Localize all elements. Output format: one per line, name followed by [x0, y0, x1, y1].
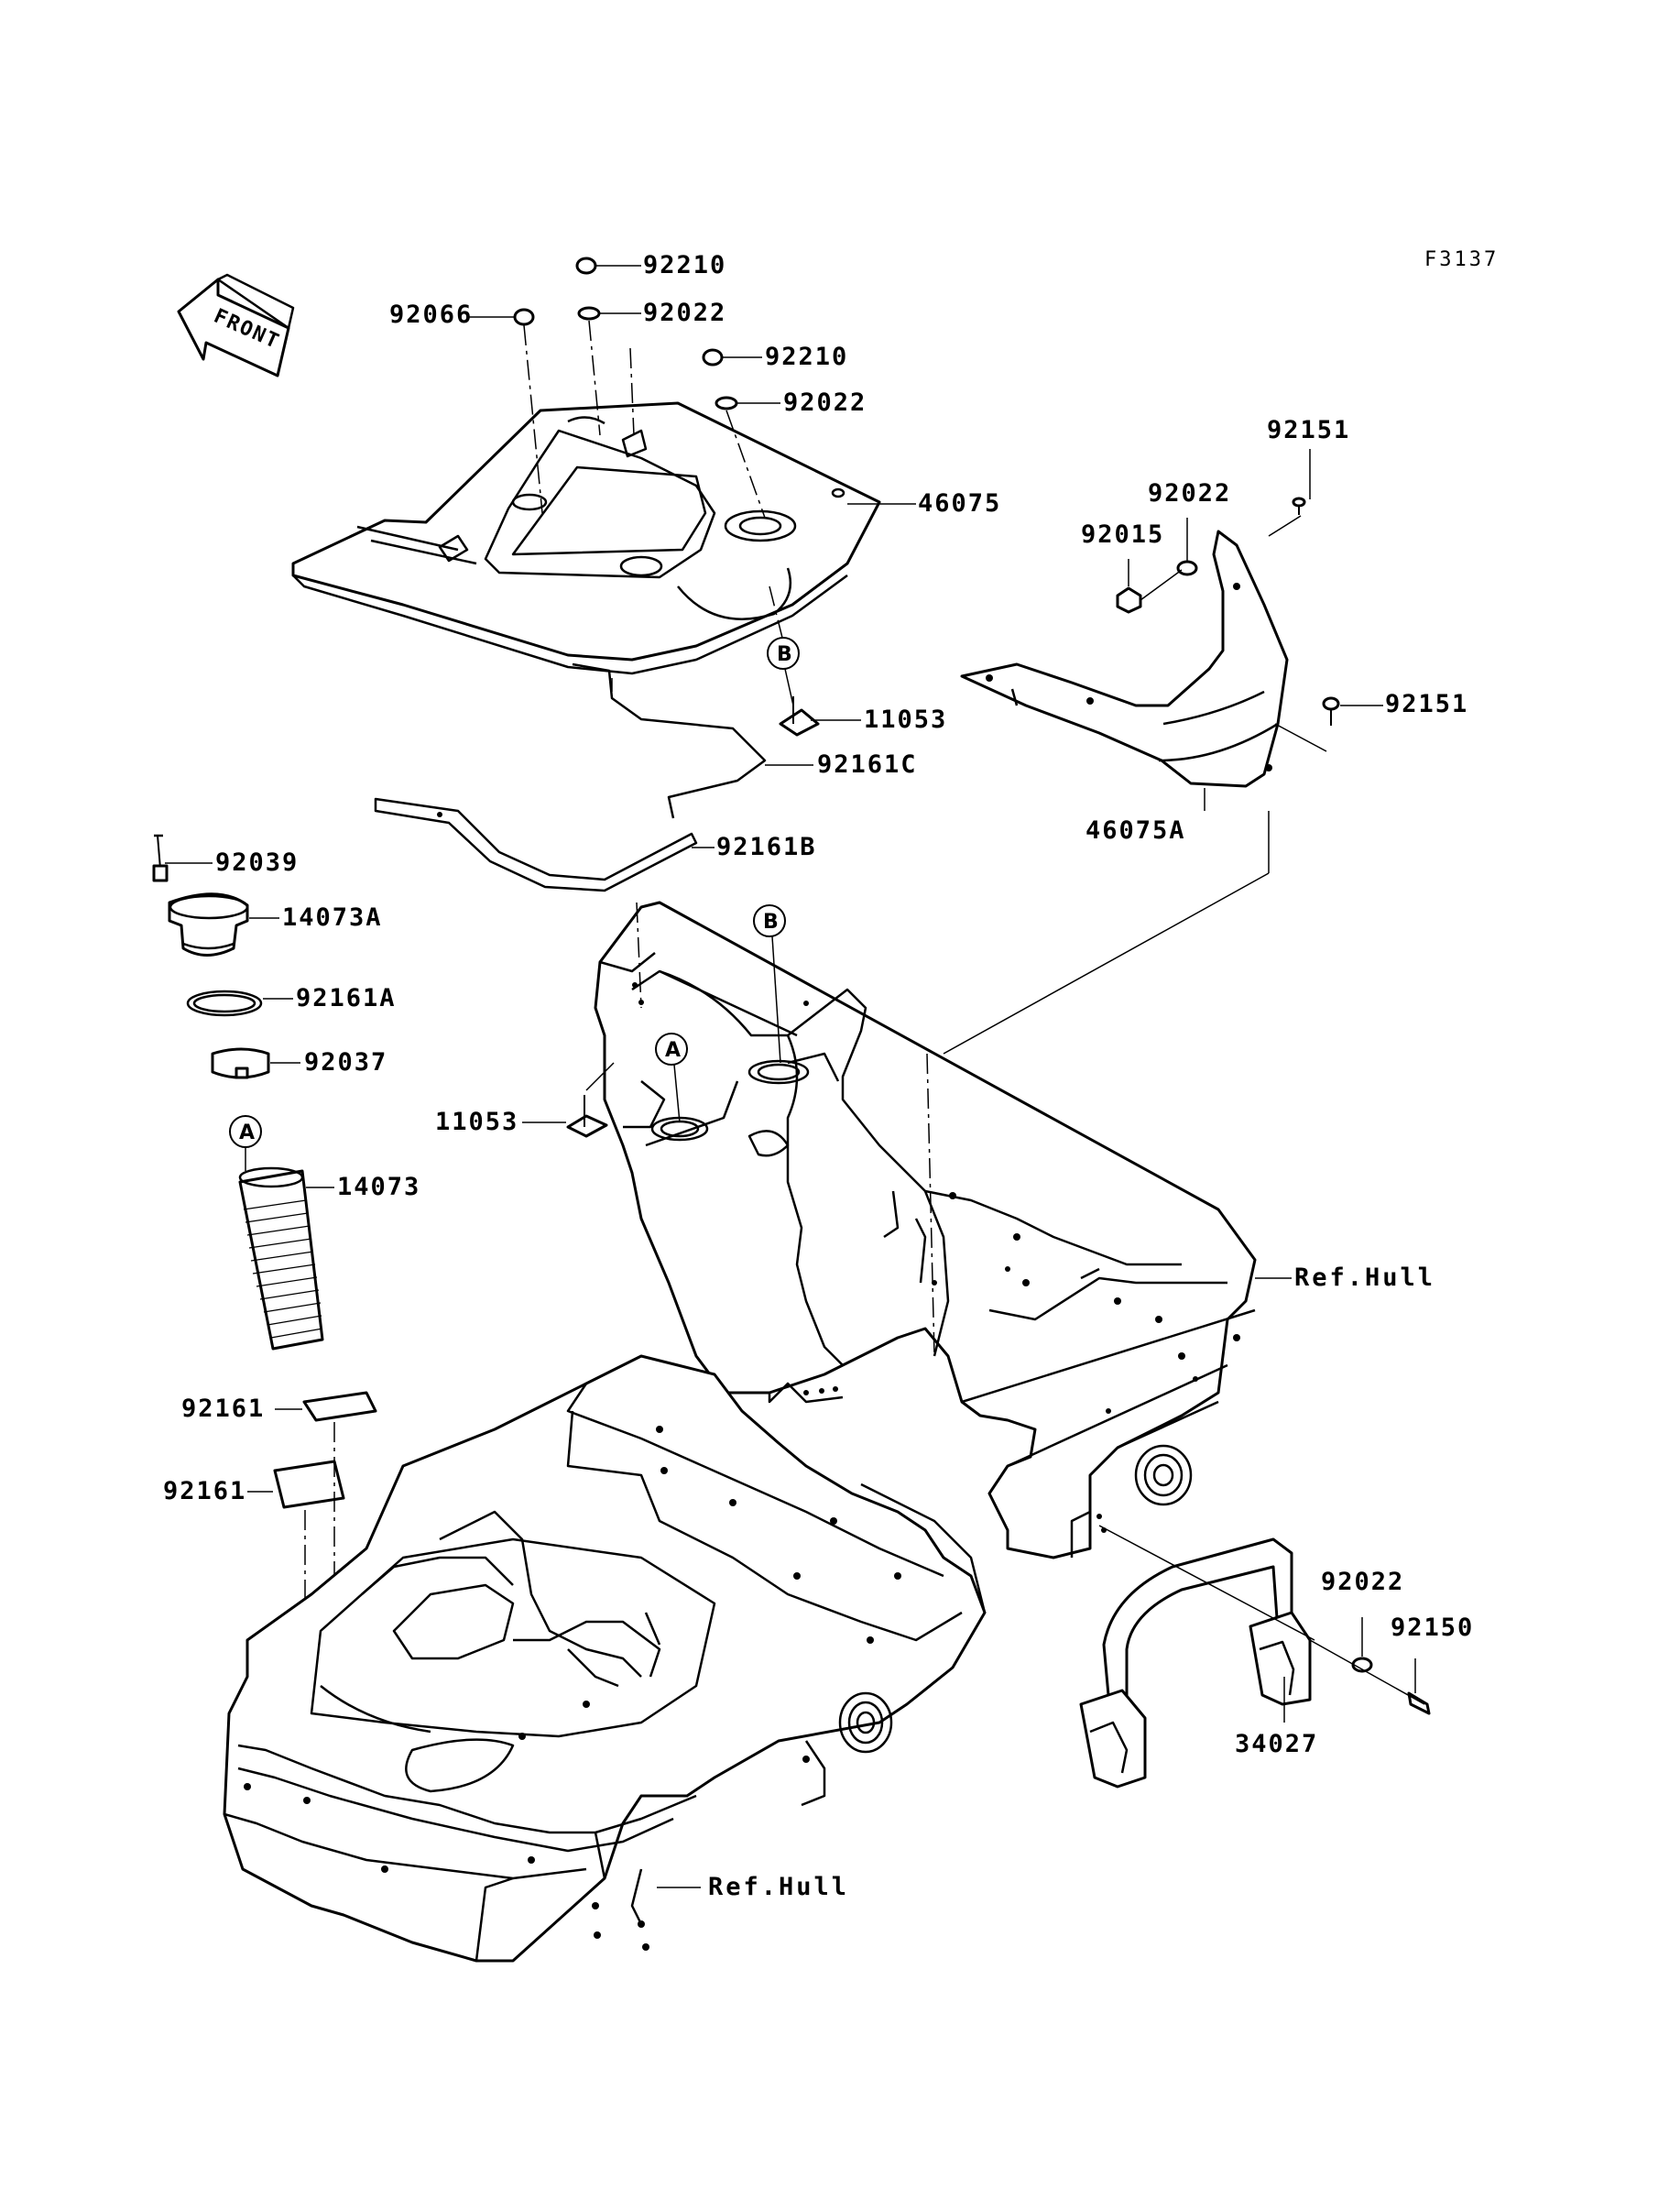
- screw-92066-icon: [513, 308, 535, 326]
- bolt-92210-mid-icon: [702, 348, 724, 366]
- label-92022-top: 92022: [643, 299, 726, 327]
- figure-code: F3137: [1424, 248, 1499, 271]
- lower-hull: [223, 1354, 987, 1963]
- label-11053-left: 11053: [435, 1108, 518, 1136]
- label-ref-hull-upper: Ref.Hull: [1294, 1264, 1435, 1292]
- label-92161B: 92161B: [716, 833, 817, 861]
- label-92161-a: 92161: [181, 1395, 265, 1423]
- clip-11053-right-icon: [779, 696, 820, 737]
- label-92151-top: 92151: [1267, 416, 1350, 444]
- gasket-92161B: [374, 797, 698, 892]
- label-92022-lower: 92022: [1321, 1568, 1404, 1596]
- washer-92022-top-icon: [577, 306, 601, 321]
- label-ref-hull-lower: Ref.Hull: [708, 1873, 849, 1901]
- label-92161A: 92161A: [296, 984, 397, 1012]
- callout-a-left-label: A: [239, 1121, 255, 1144]
- label-92150: 92150: [1391, 1614, 1474, 1642]
- screw-92151-top-icon: [1292, 497, 1306, 515]
- label-92037: 92037: [304, 1048, 387, 1077]
- clip-11053-left-icon: [566, 1095, 608, 1138]
- label-11053-right: 11053: [864, 706, 947, 734]
- label-92066: 92066: [389, 301, 473, 329]
- bolt-92210-top-icon: [575, 257, 597, 275]
- label-14073: 14073: [337, 1173, 420, 1201]
- label-92022-right: 92022: [1148, 479, 1231, 508]
- nut-92015-icon: [1116, 586, 1142, 614]
- screw-92151-mid-icon: [1322, 696, 1340, 726]
- pad-92161-b-icon: [273, 1460, 345, 1509]
- label-92210-mid: 92210: [765, 343, 848, 371]
- label-92039: 92039: [215, 848, 299, 877]
- label-46075: 46075: [918, 489, 1001, 518]
- top-panel-46075: [291, 401, 881, 675]
- label-92151-mid: 92151: [1385, 690, 1468, 718]
- pad-92161-a-icon: [302, 1391, 377, 1422]
- gasket-92161C: [572, 662, 767, 819]
- label-92022-mid: 92022: [783, 388, 867, 417]
- label-92161-b: 92161: [163, 1477, 246, 1505]
- grab-handle-34027: [1079, 1537, 1312, 1789]
- callout-b-lower-label: B: [763, 911, 779, 934]
- callout-a-left-icon: A: [229, 1115, 262, 1148]
- washer-92022-mid-icon: [715, 396, 738, 410]
- clamp-92037-icon: [211, 1047, 270, 1079]
- callout-a-hull-icon: A: [655, 1033, 688, 1066]
- bolt-92150-icon: [1407, 1691, 1431, 1715]
- upper-hull: [594, 901, 1257, 1559]
- callout-a-hull-label: A: [665, 1039, 681, 1062]
- label-92210-top: 92210: [643, 251, 726, 279]
- o-ring-92161A-icon: [186, 990, 263, 1017]
- cover-46075A: [960, 530, 1289, 788]
- label-34027: 34027: [1235, 1730, 1318, 1758]
- callout-b-upper-label: B: [777, 643, 792, 666]
- fitting-14073A-icon: [168, 892, 249, 957]
- callout-b-upper-icon: B: [767, 637, 800, 670]
- washer-92022-right-icon: [1176, 560, 1198, 576]
- callout-b-lower-icon: B: [753, 904, 786, 937]
- label-14073A: 14073A: [282, 903, 383, 932]
- hose-14073-icon: [238, 1166, 324, 1351]
- label-46075A: 46075A: [1085, 816, 1186, 845]
- front-arrow-icon: FRONT: [177, 273, 295, 377]
- label-92015: 92015: [1081, 520, 1164, 549]
- valve-92039-icon: [152, 834, 169, 882]
- label-92161C: 92161C: [817, 750, 918, 779]
